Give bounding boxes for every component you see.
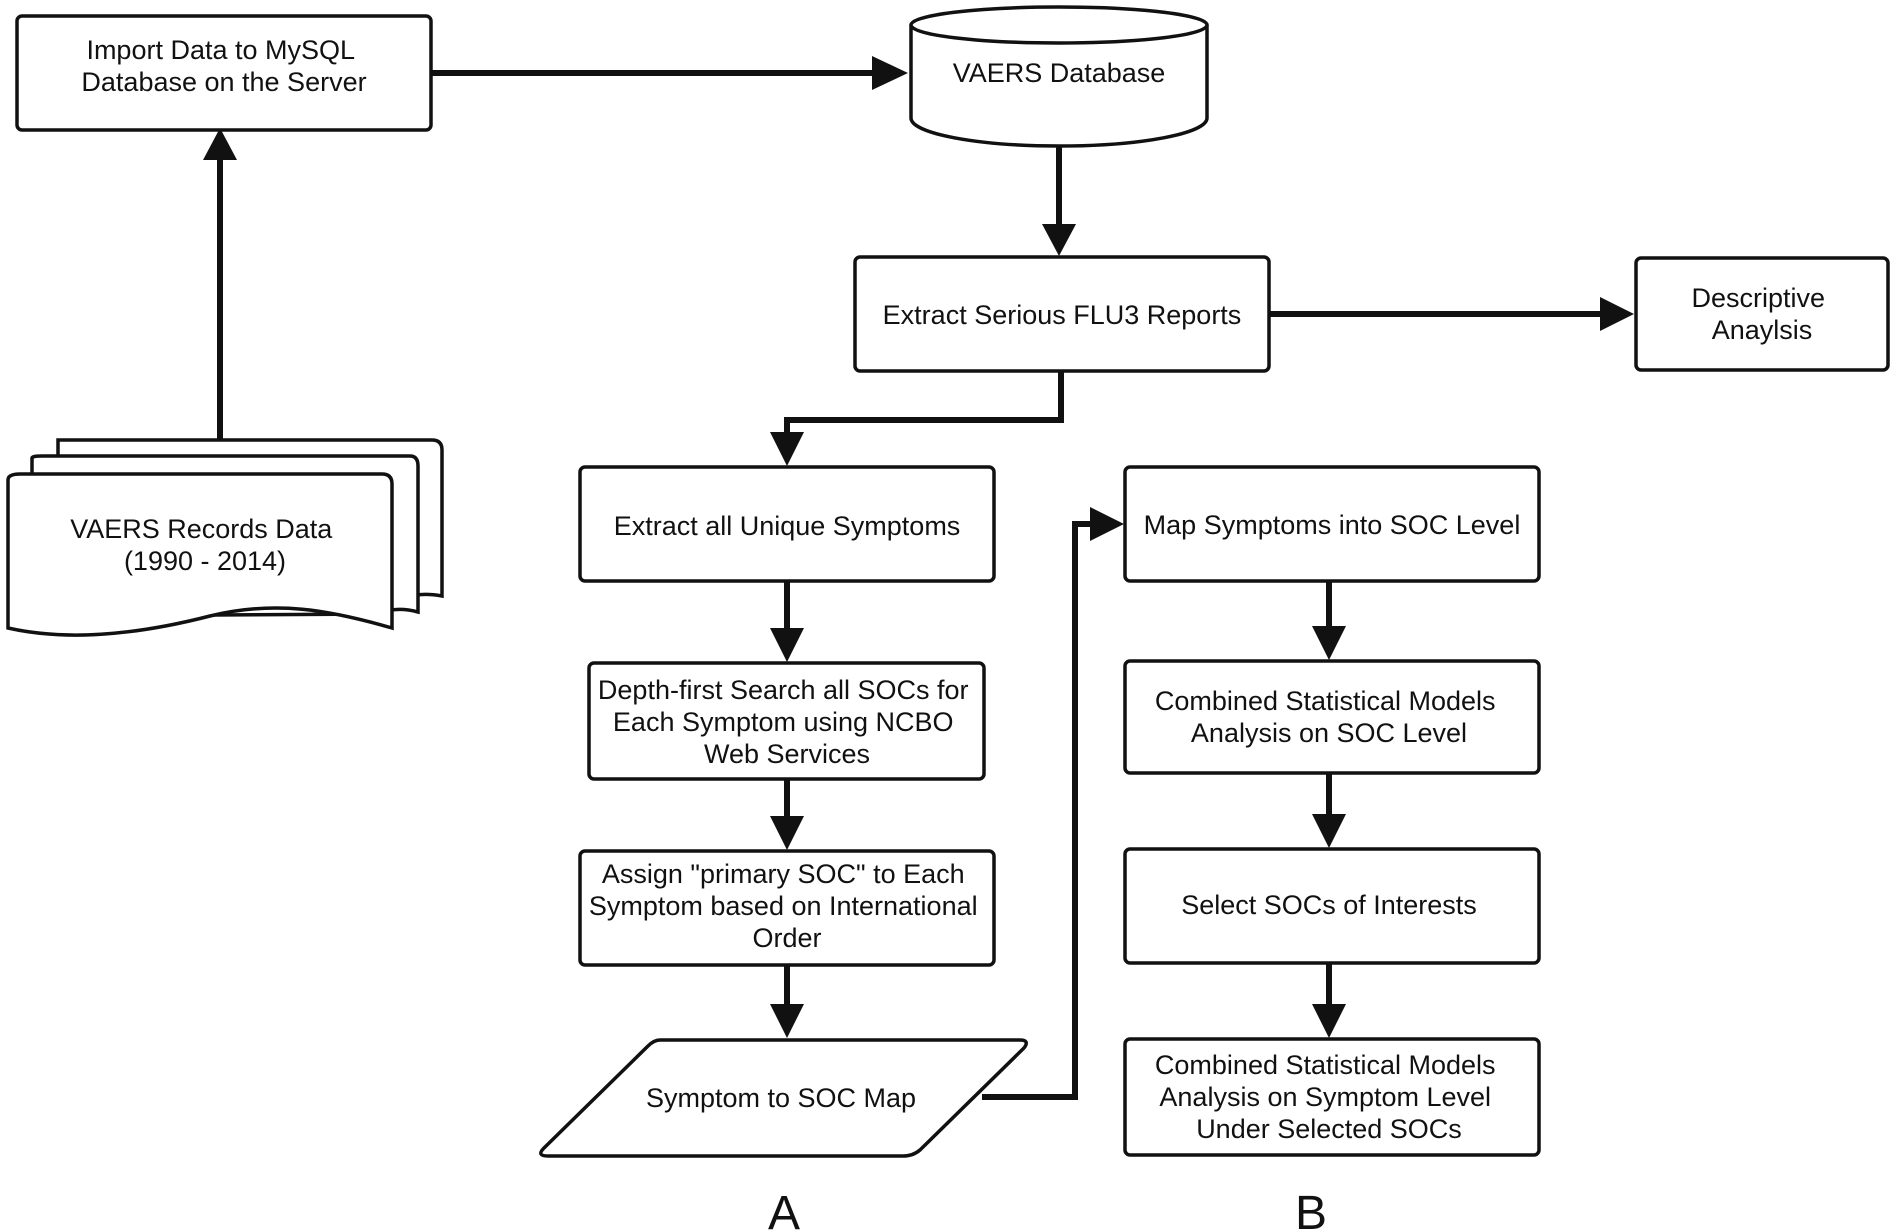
node-import-mysql: Import Data to MySQL Database on the Ser… [15,14,433,132]
arrowhead-combinedsoc-to-select [1312,814,1346,848]
svg-text:Extract all Unique Symptoms: Extract all Unique Symptoms [614,511,961,541]
svg-text:Map Symptoms into SOC Level: Map Symptoms into SOC Level [1144,510,1521,540]
arrowhead-map-to-socmapping [1090,507,1124,541]
combined-symptom-line-1: Combined Statistical Models [1155,1050,1496,1080]
svg-text:Symptom to SOC Map: Symptom to SOC Map [646,1083,916,1113]
combined-symptom-line-2: Analysis on Symptom Level [1159,1082,1491,1112]
svg-text:Depth-first Search all SOCs fo: Depth-first Search all SOCs for Each Sym… [598,675,976,769]
arrowhead-flu3-to-symptoms [770,432,804,466]
assign-primary-line-2: Symptom based on International [589,891,978,921]
svg-text:Assign "primary SOC" to Each: Assign "primary SOC" to Each Symptom bas… [589,859,985,953]
arrowhead-records-to-import [203,128,237,160]
combined-symptom-line-3: Under Selected SOCs [1196,1114,1462,1144]
node-symptom-soc-map: Symptom to SOC Map [539,1038,1028,1158]
vaers-database-label: VAERS Database [953,58,1166,88]
svg-text:Import Data to MySQL Dat: Import Data to MySQL Database on the Ser… [81,35,366,97]
node-vaers-records: VAERS Records Data (1990 - 2014) [6,438,444,637]
extract-flu3-label: Extract Serious FLU3 Reports [883,300,1242,330]
arrowhead-select-to-combinedsymptom [1312,1004,1346,1038]
arrowhead-depthfirst-to-assign [770,816,804,850]
node-vaers-database: VAERS Database [909,5,1209,148]
import-mysql-line-2: Database on the Server [81,67,366,97]
assign-primary-line-3: Order [752,923,821,953]
vaers-records-line-2: (1990 - 2014) [124,546,286,576]
arrowhead-flu3-to-descriptive [1600,297,1634,331]
arrow-flu3-to-symptoms [784,372,1064,440]
svg-text:Descriptive Anaylsis: Descriptive Anaylsis [1691,283,1832,345]
panel-label-b: B [1295,1187,1327,1231]
node-combined-symptom: Combined Statistical Models Analysis on … [1123,1037,1541,1157]
arrowhead-import-to-database [872,56,908,90]
node-extract-flu3: Extract Serious FLU3 Reports [853,255,1271,373]
depth-first-line-3: Web Services [704,739,870,769]
extract-symptoms-label: Extract all Unique Symptoms [614,511,961,541]
node-depth-first: Depth-first Search all SOCs for Each Sym… [587,661,986,781]
combined-soc-line-1: Combined Statistical Models [1155,686,1496,716]
svg-text:VAERS Records Data (1990: VAERS Records Data (1990 - 2014) [70,514,340,576]
depth-first-line-1: Depth-first Search all SOCs for [598,675,969,705]
descriptive-line-1: Descriptive [1691,283,1825,313]
arrowhead-symptoms-to-depthfirst [770,628,804,662]
svg-text:VAERS Database: VAERS Database [953,58,1166,88]
arrowhead-socmapping-to-combinedsoc [1312,626,1346,660]
map-symptoms-label: Map Symptoms into SOC Level [1144,510,1521,540]
select-socs-label: Select SOCs of Interests [1181,890,1477,920]
import-mysql-line-1: Import Data to MySQL [86,35,355,65]
svg-text:Extract Serious FLU3 Reports: Extract Serious FLU3 Reports [883,300,1242,330]
depth-first-line-2: Each Symptom using NCBO [613,707,954,737]
svg-text:Select SOCs of Interests: Select SOCs of Interests [1181,890,1477,920]
svg-text:Combined Statistical Models: Combined Statistical Models Analysis on … [1155,686,1503,748]
node-select-socs: Select SOCs of Interests [1123,847,1541,965]
descriptive-line-2: Anaylsis [1712,315,1813,345]
combined-soc-line-2: Analysis on SOC Level [1191,718,1467,748]
node-map-symptoms: Map Symptoms into SOC Level [1123,465,1541,583]
vaers-records-line-1: VAERS Records Data [70,514,333,544]
arrowhead-database-to-flu3 [1042,224,1076,256]
node-assign-primary: Assign "primary SOC" to Each Symptom bas… [578,849,996,967]
node-extract-symptoms: Extract all Unique Symptoms [578,465,996,583]
arrowhead-assign-to-map [770,1004,804,1038]
arrow-map-to-socmapping [982,521,1098,1100]
symptom-soc-map-label: Symptom to SOC Map [646,1083,916,1113]
node-combined-soc: Combined Statistical Models Analysis on … [1123,659,1541,775]
panel-label-a: A [768,1187,800,1231]
assign-primary-line-1: Assign "primary SOC" to Each [602,859,965,889]
svg-text:Combined Statistical Models: Combined Statistical Models Analysis on … [1155,1050,1503,1144]
node-descriptive: Descriptive Anaylsis [1634,256,1890,372]
